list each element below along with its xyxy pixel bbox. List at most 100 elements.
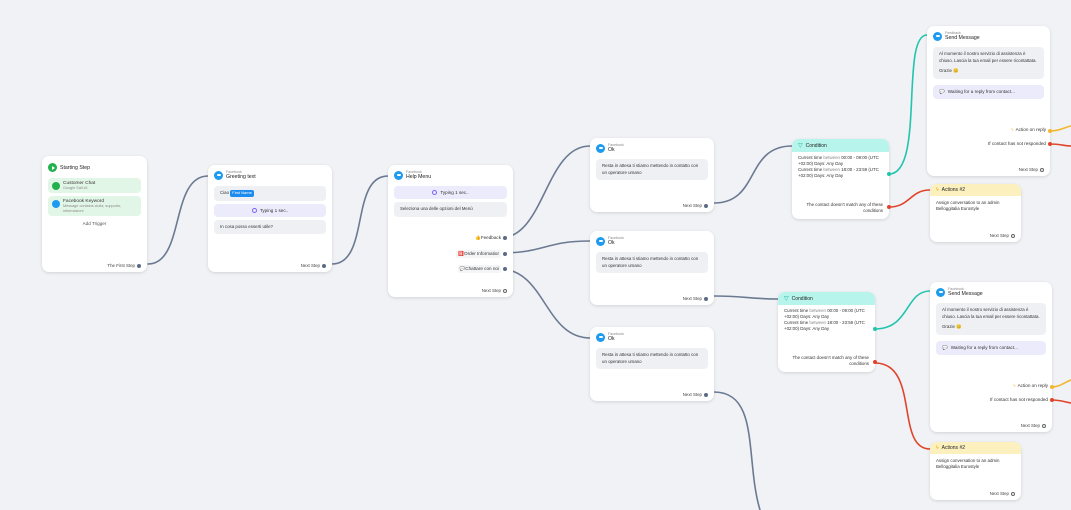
next-step-output[interactable]: Next Step (301, 263, 326, 268)
match-output-port[interactable] (873, 327, 877, 331)
rule-operator: between (809, 308, 826, 313)
no-reply-output[interactable]: If contact has not responded (990, 397, 1048, 402)
rule-operator: between (823, 155, 840, 160)
rule-value: 18:00 - 23:59 (UTC +02:00) Days: Any Day (798, 167, 879, 178)
message-bubble[interactable]: In cosa posso esserti utile? (214, 219, 326, 234)
next-step-output[interactable]: Next Step (1021, 423, 1046, 428)
first-step-output[interactable]: The First Step (107, 263, 141, 268)
starting-step-node[interactable]: Starting Step Customer Chat Google Sail … (42, 156, 147, 272)
message-bubble[interactable]: Al momento il nostro servizio di assiste… (936, 303, 1046, 335)
output-port[interactable] (704, 296, 708, 301)
message-text: Al momento il nostro servizio di assiste… (942, 307, 1040, 319)
wait-label: Waiting for a reply from contact... (950, 345, 1018, 350)
on-reply-port[interactable] (1048, 129, 1052, 133)
output-port[interactable] (322, 263, 326, 268)
edge-send1-noreply (1049, 143, 1071, 147)
output-port[interactable] (1042, 423, 1046, 428)
lightning-icon: ϟ (1013, 383, 1016, 388)
filter-icon: ▽ (784, 296, 789, 302)
edge-feedback-to-ok1 (499, 145, 591, 239)
condition-rule[interactable]: Current time between 00:00 - 09:00 (UTC … (792, 152, 889, 182)
output-port[interactable] (503, 236, 507, 240)
next-step-output[interactable]: Next Step (683, 203, 708, 208)
next-step-output[interactable]: Next Step (990, 491, 1015, 496)
channel-label: Facebook (948, 287, 964, 291)
footer-label: Next Step (481, 288, 501, 293)
trigger-facebook-keyword[interactable]: Facebook Keyword Message contains ciuila… (48, 196, 141, 216)
output-port[interactable] (503, 288, 507, 293)
else-label: The contact doesn't match any of these c… (792, 355, 870, 366)
else-output-port[interactable] (887, 205, 891, 209)
condition-node[interactable]: ▽Condition Current time between 00:00 - … (792, 139, 891, 219)
message-bubble[interactable]: Seleziona una delle opzioni del Menù (394, 202, 507, 217)
on-reply-port[interactable] (1050, 385, 1054, 389)
menu-button-chat[interactable]: 💬Chattare con noi (457, 265, 507, 273)
messenger-icon (933, 31, 942, 41)
output-port[interactable] (704, 203, 708, 208)
rule-operator: between (809, 320, 826, 325)
condition-rule[interactable]: Current time between 00:00 - 09:00 (UTC … (778, 305, 875, 335)
node-title: Greeting text (226, 174, 256, 180)
output-port[interactable] (1011, 491, 1015, 496)
menu-button-order-information[interactable]: 🅱️Order Informatior (456, 250, 507, 258)
channel-label: Facebook (608, 236, 624, 240)
message-bubble[interactable]: Resta in attesa ti stiamo mettendo in co… (596, 348, 708, 369)
else-branch[interactable]: The contact doesn't match any of these c… (789, 355, 870, 367)
next-step-output[interactable]: Next Step (990, 233, 1015, 238)
output-port[interactable] (1040, 167, 1044, 172)
no-reply-output[interactable]: If contact has not responded (988, 141, 1046, 146)
message-bubble[interactable]: Resta in attesa ti stiamo mettendo in co… (596, 252, 708, 273)
output-port[interactable] (137, 263, 141, 268)
next-step-output[interactable]: Next Step (482, 288, 507, 293)
messenger-icon (596, 236, 605, 246)
edge-start-to-greeting (147, 175, 209, 265)
clock-icon (251, 207, 257, 213)
trigger-customer-chat[interactable]: Customer Chat Google Sail #1 (48, 178, 141, 193)
footer-label: The First Step (107, 263, 135, 268)
node-title: Ok (608, 240, 615, 246)
next-step-output[interactable]: Next Step (1019, 167, 1044, 172)
rule-field: Current time (798, 167, 823, 172)
play-icon (48, 163, 57, 172)
else-output-port[interactable] (873, 360, 877, 364)
next-step-output[interactable]: Next Step (683, 392, 708, 397)
condition-node[interactable]: ▽Condition Current time between 00:00 - … (778, 292, 877, 372)
output-port[interactable] (1011, 233, 1015, 238)
typing-label: Typing 1 sec.. (440, 190, 469, 195)
rule-field: Current time (784, 320, 809, 325)
on-reply-label: Action on reply (1015, 127, 1046, 132)
output-port[interactable] (503, 267, 507, 271)
menu-button-feedback[interactable]: 👍Feedback (475, 235, 507, 241)
typing-delay[interactable]: Typing 1 sec.. (214, 203, 326, 217)
wait-for-reply[interactable]: 💬Waiting for a reply from contact... (936, 340, 1046, 355)
next-step-output[interactable]: Next Step (683, 296, 708, 301)
wait-for-reply[interactable]: 💬Waiting for a reply from contact... (933, 84, 1044, 99)
message-bubble[interactable]: Ciao First Name (214, 186, 326, 201)
match-output-port[interactable] (887, 172, 891, 176)
output-port[interactable] (704, 392, 708, 397)
messenger-icon (394, 170, 403, 180)
add-trigger-button[interactable]: Add Trigger (82, 221, 107, 226)
typing-delay[interactable]: Typing 1 sec.. (394, 186, 507, 199)
message-bubble[interactable]: Resta in attesa ti stiamo mettendo in co… (596, 159, 708, 180)
message-bubble[interactable]: Al momento il nostro servizio di assiste… (933, 47, 1044, 79)
no-reply-port[interactable] (1050, 398, 1054, 402)
output-port[interactable] (503, 252, 507, 256)
action-line: Assign conversation to an admin (936, 200, 1000, 205)
else-branch[interactable]: The contact doesn't match any of these c… (803, 202, 884, 214)
no-reply-port[interactable] (1048, 142, 1052, 146)
